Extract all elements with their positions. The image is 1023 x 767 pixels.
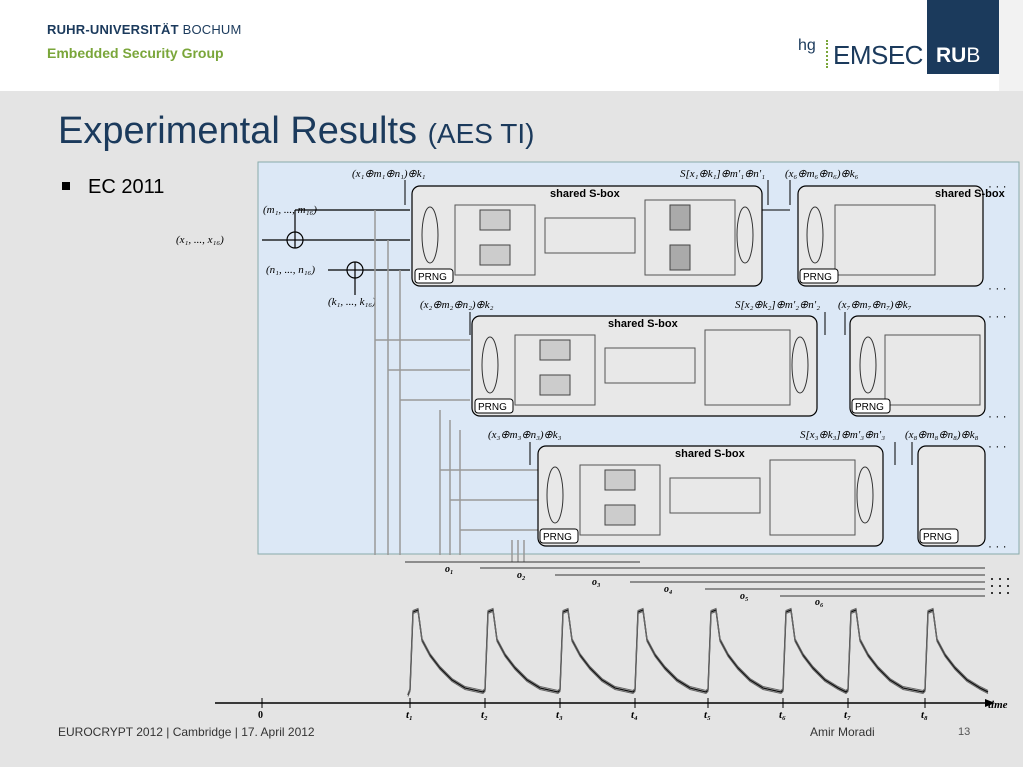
stage-2-input-label: (x₂⊕m₂⊕n₂)⊕k₂ bbox=[420, 299, 494, 311]
stage-3-input-label: (x₃⊕m₃⊕n₃)⊕k₃ bbox=[488, 429, 562, 441]
power-trace-3 bbox=[407, 607, 989, 694]
time-tick-label-1: t₁ bbox=[406, 709, 413, 721]
time-axis-label: time bbox=[988, 699, 1008, 711]
time-tick-label-5: t₅ bbox=[704, 709, 711, 721]
stage-1: (x₁⊕m₁⊕n₁)⊕k₁ shared S-box PRNG S[x₁⊕k₁]… bbox=[352, 168, 1006, 287]
ellipsis-5: · · · bbox=[988, 439, 1007, 453]
emsec-logo-text: EMSEC bbox=[833, 40, 923, 70]
header-edge bbox=[999, 0, 1023, 91]
bullet-item: EC 2011 bbox=[62, 176, 164, 199]
stage-8-input-label: (x₈⊕m₈⊕n₈)⊕k₈ bbox=[905, 429, 979, 441]
input-k-label: (k₁, ..., k₁₆) bbox=[328, 296, 376, 308]
rub-logo-box bbox=[927, 0, 999, 74]
ellipsis-2: · · · bbox=[988, 281, 1007, 295]
slide-header bbox=[0, 0, 1023, 91]
time-axis-arrowhead bbox=[985, 699, 995, 707]
overlap-label-o1: o₁ bbox=[445, 564, 454, 575]
overlap-arrows bbox=[405, 561, 985, 597]
ellipsis-6: · · · bbox=[988, 539, 1007, 553]
time-tick-label-4: t₄ bbox=[631, 709, 638, 721]
svg-text:shared S-box: shared S-box bbox=[675, 448, 746, 460]
overlap-dots bbox=[991, 578, 1009, 594]
svg-text:PRNG: PRNG bbox=[855, 402, 884, 413]
overlap-label-o3: o₃ bbox=[592, 577, 601, 588]
footer-author: Amir Moradi bbox=[810, 725, 875, 739]
overlap-label-o2: o₂ bbox=[517, 570, 526, 581]
stage-3-output-label: S[x₃⊕k₃]⊕m′₃⊕n′₃ bbox=[800, 429, 885, 441]
input-m-label: (m₁, ..., m₁₆) bbox=[263, 204, 317, 216]
time-tick-label-3: t₃ bbox=[556, 709, 563, 721]
stage-3: (x₃⊕m₃⊕n₃)⊕k₃ shared S-box PRNG S[x₃⊕k₃]… bbox=[488, 429, 986, 547]
logo-separator bbox=[826, 40, 830, 68]
svg-text:PRNG: PRNG bbox=[543, 532, 572, 543]
shared-sbox-block bbox=[411, 185, 763, 287]
time-tick-label-8: t₈ bbox=[921, 709, 928, 721]
stage-2-output-label: S[x₂⊕k₂]⊕m′₂⊕n′₂ bbox=[735, 299, 820, 311]
overlap-label-o5: o₅ bbox=[740, 591, 749, 602]
ellipsis-3: · · · bbox=[988, 309, 1007, 323]
page-number: 13 bbox=[958, 726, 971, 738]
overlap-label-o4: o₄ bbox=[664, 584, 673, 595]
svg-text:shared S-box: shared S-box bbox=[935, 188, 1006, 200]
input-x-label: (x₁, ..., x₁₆) bbox=[176, 234, 224, 246]
svg-text:shared S-box: shared S-box bbox=[608, 318, 679, 330]
university-name: RUHR-UNIVERSITÄT BOCHUM bbox=[47, 22, 242, 37]
ellipsis-1: · · · bbox=[988, 179, 1007, 193]
rub-logo-text: RUB bbox=[936, 44, 981, 67]
svg-text:PRNG: PRNG bbox=[478, 402, 507, 413]
footer-event: EUROCRYPT 2012 | Cambridge | 17. April 2… bbox=[58, 725, 315, 739]
svg-text:PRNG: PRNG bbox=[803, 272, 832, 283]
stage-7-input-label: (x₇⊕m₇⊕n₇)⊕k₇ bbox=[838, 299, 912, 311]
power-traces bbox=[407, 607, 989, 697]
stage-1-input-label: (x₁⊕m₁⊕n₁)⊕k₁ bbox=[352, 168, 426, 180]
stage-1-output-label: S[x₁⊕k₁]⊕m′₁⊕n′₁ bbox=[680, 168, 765, 180]
time-tick-label-6: t₆ bbox=[779, 709, 786, 721]
stage-2: (x₂⊕m₂⊕n₂)⊕k₂ shared S-box PRNG S[x₂⊕k₂]… bbox=[420, 299, 986, 417]
hg-logo-text: hg bbox=[798, 37, 816, 54]
time-tick-label-7: t₇ bbox=[844, 709, 851, 721]
group-name: Embedded Security Group bbox=[47, 45, 224, 61]
overlap-label-o6: o₆ bbox=[815, 597, 824, 608]
slide-title: Experimental Results (AES TI) bbox=[58, 110, 535, 152]
stage-6-input-label: (x₆⊕m₆⊕n₆)⊕k₆ bbox=[785, 168, 859, 180]
time-ticks: t₁ t₂ t₃ t₄ t₅ t₆ t₇ t₈ bbox=[406, 698, 928, 721]
input-n-label: (n₁, ..., n₁₆) bbox=[266, 264, 315, 276]
shared-sbox-label: shared S-box bbox=[550, 188, 621, 200]
prng-label: PRNG bbox=[418, 272, 447, 283]
svg-text:PRNG: PRNG bbox=[923, 532, 952, 543]
slide-title-suffix: (AES TI) bbox=[427, 118, 535, 149]
time-zero-label: 0 bbox=[258, 710, 263, 721]
bullet-square-icon bbox=[62, 181, 70, 190]
time-tick-label-2: t₂ bbox=[481, 709, 488, 721]
ellipsis-4: · · · bbox=[988, 409, 1007, 423]
